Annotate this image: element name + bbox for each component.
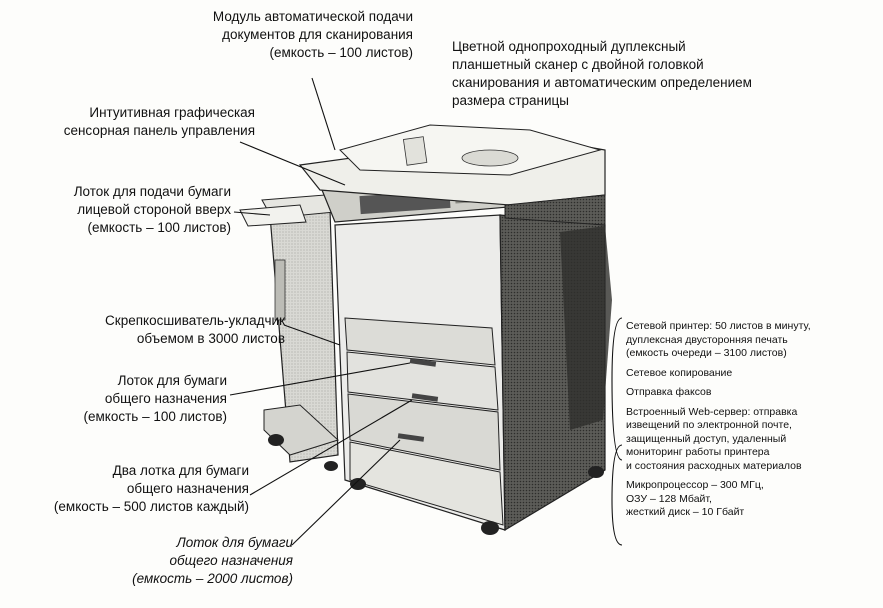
- spec-printer: Сетевой принтер: 50 листов в минуту,дупл…: [626, 320, 811, 359]
- spec-list: Сетевой принтер: 50 листов в минуту,дупл…: [626, 320, 811, 526]
- spec-fax: Отправка факсов: [626, 386, 712, 398]
- spec-copy: Сетевое копирование: [626, 366, 733, 379]
- copier-body: [334, 214, 612, 535]
- stapler-stacker: [239, 194, 339, 471]
- spec-cpu: Микропроцессор – 300 МГц,ОЗУ – 128 Мбайт…: [626, 479, 764, 518]
- leader-lines: [229, 77, 623, 546]
- scanner-adf: [298, 124, 606, 226]
